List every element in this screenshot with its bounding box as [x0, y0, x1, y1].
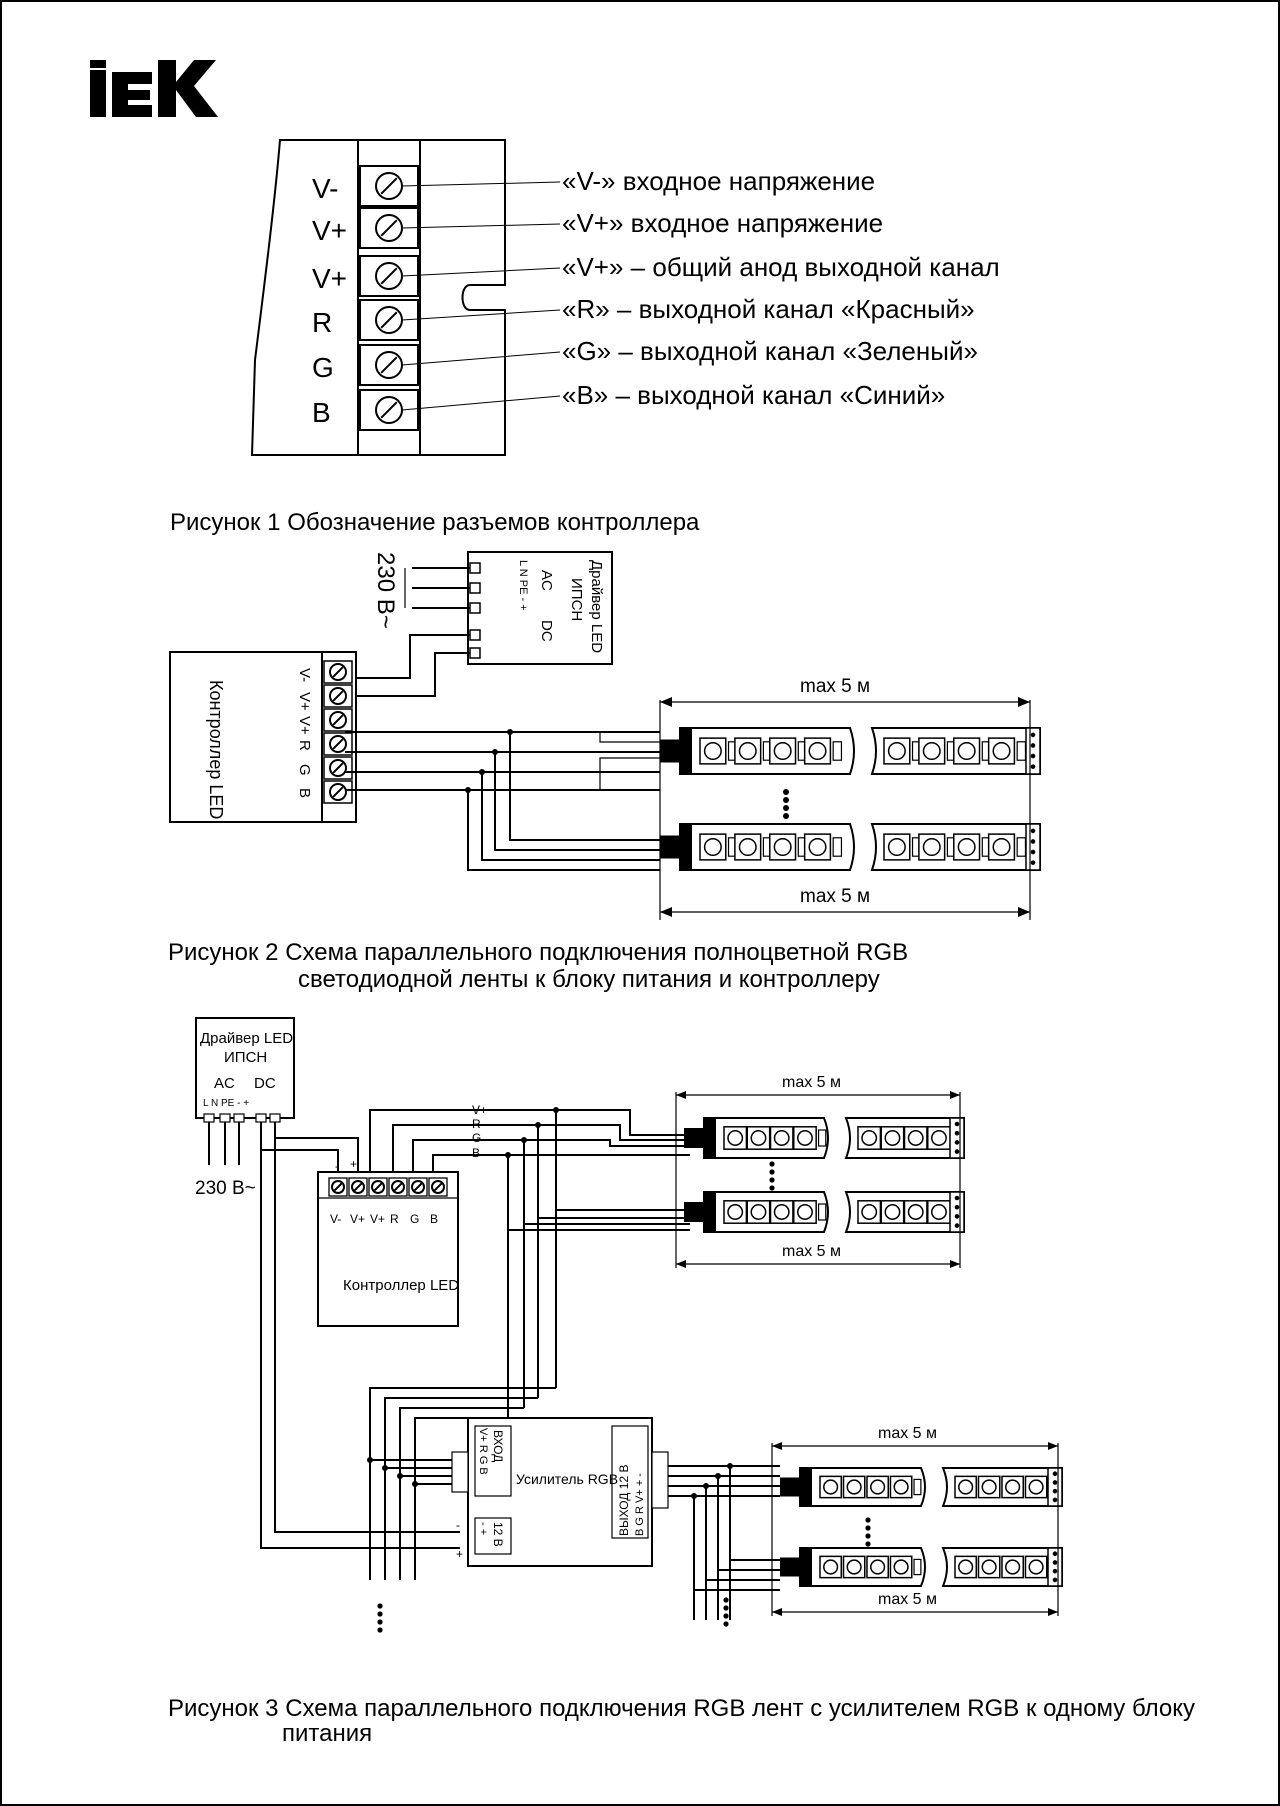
ctrl-plus: +	[350, 1157, 357, 1171]
led-driver-box-3	[195, 1017, 295, 1119]
figure-3: Драйвер LED ИПСН AC DC L N PE - + 230 В~…	[168, 1017, 1195, 1747]
iek-logo	[90, 60, 218, 117]
bus-label-b: B	[472, 1146, 480, 1160]
led-strip	[684, 1117, 965, 1159]
driver-pins: L N PE - +	[517, 560, 529, 611]
led-strip	[684, 1191, 965, 1233]
controller-housing	[250, 139, 506, 456]
fig1-pin-label: R	[312, 307, 332, 338]
amp-plus: +	[456, 1547, 463, 1561]
rgb-amplifier-box	[467, 1417, 653, 1567]
fig1-pin-label: V+	[312, 215, 347, 246]
fig2-ctrl-pin-label: R	[296, 740, 313, 751]
bus-label-vplus: V+	[472, 1103, 487, 1117]
fig1-description: «R» – выходной канал «Красный»	[562, 294, 975, 324]
figure-2-caption-line2: светодиодной ленты к блоку питания и кон…	[298, 966, 880, 993]
fig1-description: «V+» входное напряжение	[562, 208, 883, 238]
fig1-pin-label: V+	[312, 263, 347, 294]
fig3-ctrl-pin-label: B	[430, 1212, 438, 1226]
amp-power-pins: - +	[477, 1522, 489, 1535]
amp-output-pins: B G R V+ + -	[634, 1473, 646, 1536]
bus-label-r: R	[472, 1117, 481, 1131]
strip-length-label-top: max 5 м	[800, 676, 870, 697]
figure-3-caption-line2: питания	[282, 1720, 372, 1747]
fig2-ctrl-pin-label: V+	[296, 716, 313, 735]
ctrl-minus: -	[335, 1159, 339, 1173]
mains-label: 230 В~	[372, 552, 399, 629]
driver-subtitle: ИПСН	[568, 578, 585, 621]
fig3-ctrl-pin-label: V+	[370, 1212, 385, 1226]
fig1-pin-label: V-	[312, 173, 338, 204]
amp-input-block	[474, 1425, 512, 1497]
fig2-ctrl-pin-label: B	[296, 788, 313, 798]
strip-length-label-bottom: max 5 м	[800, 886, 870, 907]
figure-1-caption: Рисунок 1 Обозначение разъемов контролле…	[170, 509, 700, 536]
driver-ac: AC	[538, 570, 555, 591]
fig1-description: «B» – выходной канал «Синий»	[562, 380, 945, 410]
amp-minus: -	[456, 1518, 460, 1532]
amp-label: Усилитель RGB	[516, 1471, 618, 1487]
fig2-ctrl-pin-label: V+	[296, 692, 313, 711]
fig1-description: «G» – выходной канал «Зеленый»	[562, 336, 978, 366]
driver3-dc: DC	[254, 1075, 276, 1092]
strip-length-3a: max 5 м	[782, 1074, 841, 1091]
fig1-pin-label: B	[312, 397, 331, 428]
fig2-ctrl-pin-label: V-	[296, 668, 313, 682]
amp-output-label: ВЫХОД 12 В	[617, 1465, 631, 1536]
fig1-pin-label: G	[312, 352, 334, 383]
figure-1: V- V+ V+ RGB «V-» входное напряжение «V+» вх…	[170, 139, 1000, 536]
fig1-description: «V+» – общий анод выходной канал	[562, 252, 1000, 282]
bus-label-g: G	[472, 1131, 481, 1145]
led-driver-box	[467, 551, 613, 665]
led-strip	[660, 727, 1041, 775]
strip-length-3d: max 5 м	[878, 1591, 937, 1608]
figure-3-caption-line1: Рисунок 3 Схема параллельного подключени…	[168, 1695, 1195, 1722]
controller3-label: Контроллер LED	[343, 1277, 459, 1294]
fig3-ctrl-pin-label: G	[410, 1212, 419, 1226]
driver-title: Драйвер LED	[588, 560, 605, 653]
controller-label: Контроллер LED	[206, 680, 226, 819]
fig2-ctrl-pin-label: G	[296, 764, 313, 776]
amp-output-block	[611, 1425, 649, 1539]
mains-label-3: 230 В~	[195, 1178, 256, 1199]
amp-power-label: 12 В	[491, 1522, 505, 1547]
fig1-description: «V-» входное напряжение	[562, 166, 875, 196]
fig3-ctrl-pin-label: V-	[330, 1212, 341, 1226]
driver3-ac: AC	[214, 1075, 235, 1092]
strip-length-3b: max 5 м	[782, 1243, 841, 1260]
driver-dc: DC	[538, 620, 555, 642]
strip-length-3c: max 5 м	[878, 1425, 937, 1442]
figure-2-caption-line1: Рисунок 2 Схема параллельного подключени…	[168, 939, 908, 966]
figure-2: 230 В~ Драйвер LED ИПСН AC DC L N PE - +…	[168, 551, 1041, 993]
led-strip	[780, 1467, 1063, 1507]
fig3-ctrl-pin-label: V+	[350, 1212, 365, 1226]
fig3-ctrl-pin-label: R	[390, 1212, 399, 1226]
driver3-pins: L N PE - +	[203, 1098, 249, 1109]
led-strip	[780, 1547, 1063, 1587]
driver3-subtitle: ИПСН	[224, 1049, 267, 1066]
amp-input-pins: V+ R G B	[477, 1428, 489, 1475]
driver3-title: Драйвер LED	[200, 1030, 293, 1047]
amp-input-label: ВХОД	[491, 1430, 505, 1462]
led-strip	[660, 823, 1041, 871]
